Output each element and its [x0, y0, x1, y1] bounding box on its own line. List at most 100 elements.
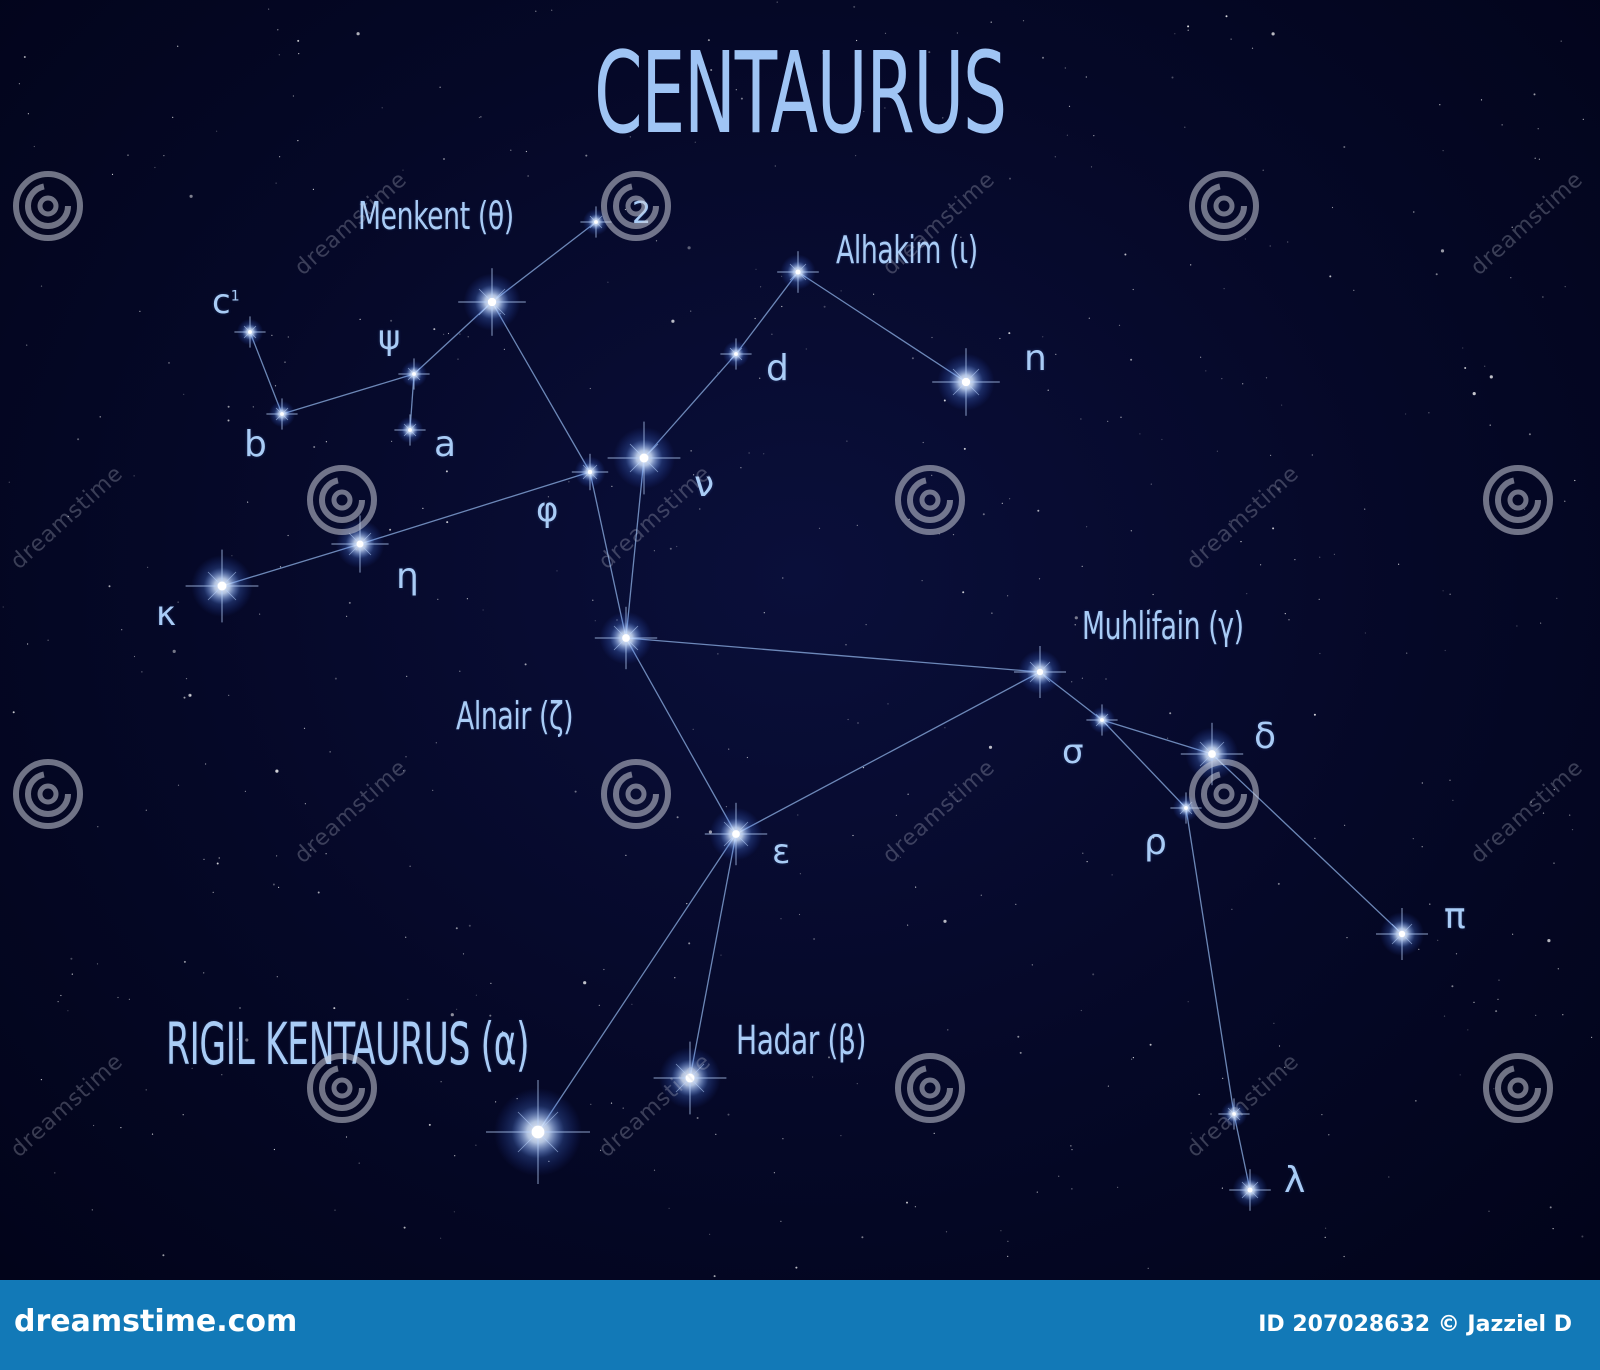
- background-star: [956, 32, 959, 34]
- background-star: [247, 501, 249, 503]
- background-star: [1489, 375, 1493, 379]
- background-star: [899, 856, 902, 858]
- background-star: [348, 601, 351, 604]
- background-star: [1277, 882, 1280, 885]
- background-star: [276, 855, 278, 857]
- watermark-logo-icon: [305, 1051, 379, 1125]
- background-star: [218, 857, 220, 859]
- background-star: [1321, 1114, 1323, 1116]
- background-star: [1042, 336, 1044, 338]
- background-star: [403, 1226, 406, 1229]
- background-star: [1093, 135, 1095, 137]
- background-star: [908, 518, 910, 520]
- background-star: [259, 613, 261, 615]
- background-star: [1132, 288, 1134, 291]
- background-star: [1329, 275, 1332, 278]
- background-star: [1497, 998, 1499, 1000]
- background-star: [1528, 433, 1531, 436]
- watermark-logo-icon: [599, 757, 673, 831]
- background-star: [690, 450, 692, 452]
- background-star: [1538, 158, 1540, 160]
- background-star: [590, 1103, 592, 1105]
- background-star: [1284, 613, 1286, 615]
- background-star: [468, 924, 471, 927]
- background-star: [57, 1001, 59, 1003]
- background-star: [478, 116, 480, 119]
- background-star: [433, 328, 436, 331]
- background-star: [931, 336, 933, 339]
- background-star: [459, 670, 461, 672]
- background-star: [865, 624, 867, 626]
- background-star: [284, 361, 286, 363]
- background-star: [931, 474, 933, 476]
- background-star: [1271, 32, 1275, 36]
- background-star: [1130, 530, 1132, 532]
- background-star: [1246, 593, 1248, 595]
- background-star: [1319, 652, 1321, 655]
- background-star: [1437, 939, 1439, 941]
- footer-logo[interactable]: dreamstime.com: [14, 1304, 298, 1339]
- constellation-line-epsilon-hadar: [689, 833, 737, 1079]
- background-star: [547, 496, 550, 498]
- background-star: [1007, 595, 1009, 597]
- background-star: [845, 644, 847, 646]
- background-star: [1516, 625, 1518, 627]
- background-star: [1131, 1058, 1133, 1060]
- background-star: [1582, 118, 1584, 120]
- background-star: [805, 348, 807, 350]
- background-star: [982, 513, 985, 516]
- constellation-line-epsilon-muhlifain: [735, 671, 1041, 835]
- background-star: [1086, 861, 1088, 863]
- star-kappa: [185, 549, 259, 623]
- background-star: [177, 601, 179, 603]
- background-star: [855, 155, 857, 157]
- background-star: [1222, 1077, 1224, 1079]
- background-star: [303, 727, 306, 729]
- background-star: [962, 591, 965, 594]
- background-star: [1009, 498, 1011, 500]
- background-star: [755, 268, 757, 270]
- background-star: [782, 1138, 784, 1140]
- watermark-logo-icon: [1187, 757, 1261, 831]
- background-star: [760, 286, 762, 288]
- watermark-logo-icon: [599, 169, 673, 243]
- background-star: [273, 1148, 275, 1151]
- constellation-chart: [185, 206, 1428, 1211]
- background-star: [676, 545, 678, 548]
- background-star: [1171, 76, 1174, 79]
- background-star: [317, 891, 320, 894]
- background-star: [454, 1155, 456, 1157]
- background-star: [574, 790, 577, 793]
- background-star: [1150, 483, 1152, 485]
- background-star: [524, 663, 527, 666]
- label-n: n: [1024, 338, 1047, 379]
- background-star: [556, 570, 558, 572]
- background-star: [183, 696, 186, 699]
- star-epsilon: [704, 802, 768, 866]
- background-star: [740, 467, 742, 469]
- watermark-logo-icon: [893, 1051, 967, 1125]
- background-star: [239, 1007, 241, 1009]
- background-star: [1225, 15, 1228, 18]
- background-star: [780, 918, 782, 920]
- background-star: [887, 703, 889, 705]
- background-star: [120, 1127, 122, 1129]
- background-star: [710, 69, 713, 71]
- watermark-logo-icon: [11, 757, 85, 831]
- background-star: [669, 547, 672, 550]
- background-star: [1229, 520, 1231, 522]
- background-star: [1462, 347, 1464, 349]
- background-star: [245, 1038, 249, 1042]
- background-star: [177, 784, 180, 786]
- background-star: [279, 156, 281, 158]
- background-star: [475, 1144, 477, 1146]
- constellation-line-menkent-phi: [491, 301, 591, 473]
- background-star: [1429, 903, 1431, 905]
- star-menkent: [458, 268, 526, 336]
- label-lambda: λ: [1284, 1160, 1306, 1201]
- background-star: [163, 155, 165, 157]
- background-star: [945, 1231, 948, 1233]
- background-star: [277, 29, 279, 31]
- background-star: [495, 1101, 497, 1103]
- background-star: [1130, 358, 1133, 361]
